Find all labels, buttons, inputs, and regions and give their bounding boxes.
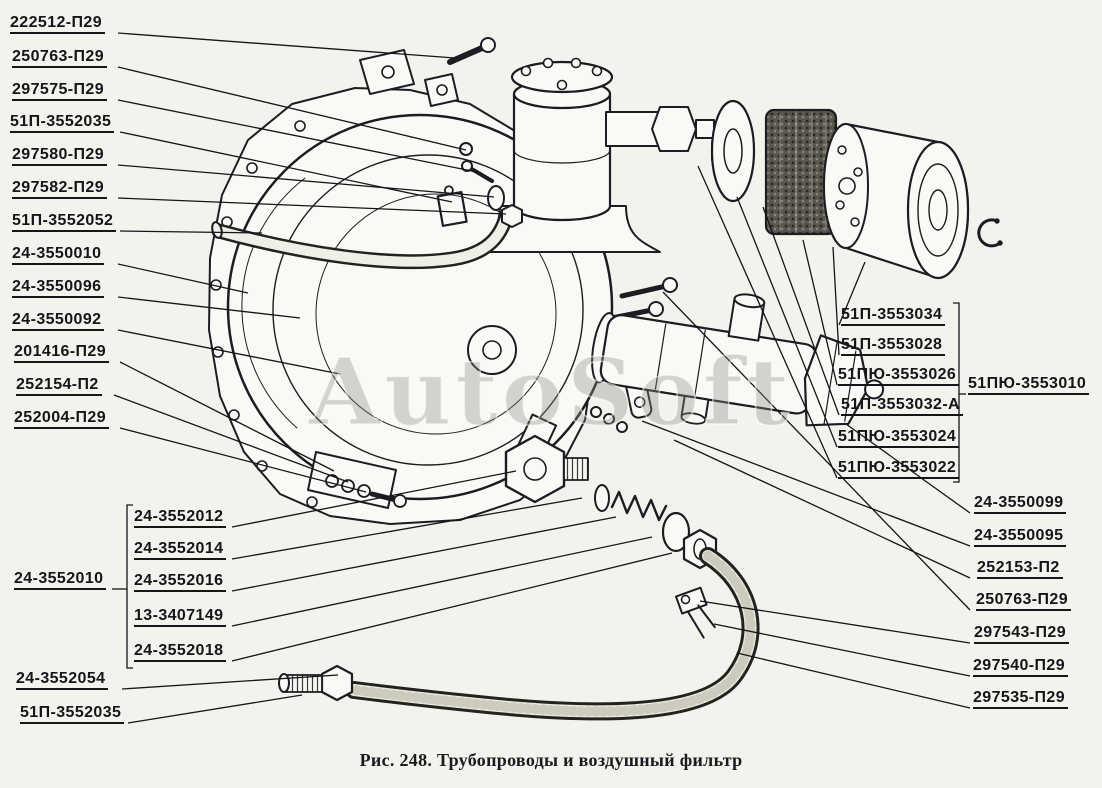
pipe-unions: [487, 185, 523, 228]
lower-bracket: [307, 451, 407, 509]
washers: [590, 406, 628, 433]
part-label: 24-3552016: [134, 572, 227, 592]
part-label: 51П-3553034: [841, 306, 946, 326]
part-label: 24-3550096: [12, 278, 105, 298]
hose-clamp: [674, 586, 716, 639]
part-label: 250763-П29: [976, 591, 1072, 611]
leader-lines: [112, 32, 971, 724]
part-label: 51ПЮ-3553024: [838, 428, 960, 448]
part-label: 24-3550092: [12, 311, 105, 331]
watermark: AutoSoft: [308, 338, 793, 446]
part-label: 24-3550095: [974, 527, 1067, 547]
part-label: 51П-3552052: [12, 212, 117, 232]
part-label: 24-3552010: [14, 570, 107, 590]
outlet-fitting: [504, 434, 589, 504]
part-label: 51П-3553028: [841, 336, 946, 356]
part-label: 51П-3552035: [10, 113, 115, 133]
part-label: 51П-3553032-А: [841, 396, 963, 416]
part-label: 24-3550099: [974, 494, 1067, 514]
part-label: 297580-П29: [12, 146, 108, 166]
hose-end-fitting: [278, 664, 354, 702]
part-label: 297535-П29: [973, 689, 1069, 709]
top-bolt-icon: [447, 37, 496, 65]
part-label: 24-3550010: [12, 245, 105, 265]
part-label: 252154-П2: [16, 376, 102, 396]
part-label: 201416-П29: [14, 343, 110, 363]
air-filter-element: [764, 108, 838, 236]
part-label: 24-3552012: [134, 508, 227, 528]
part-label: 51П-3552035: [20, 704, 125, 724]
part-label: 297540-П29: [973, 657, 1069, 677]
spring-and-coupling: [594, 484, 718, 570]
part-label: 252004-П29: [14, 409, 110, 429]
part-label: 24-3552014: [134, 540, 227, 560]
stud-bolts: [609, 277, 678, 321]
part-label: 297582-П29: [12, 179, 108, 199]
part-label: 24-3552054: [16, 670, 109, 690]
part-label: 297543-П29: [974, 624, 1070, 644]
flexible-hose: [345, 547, 760, 721]
air-filter-housing: [822, 122, 970, 280]
part-label: 51ПЮ-3553010: [968, 375, 1090, 395]
part-label: 222512-П29: [10, 14, 106, 34]
figure-caption: Рис. 248. Трубопроводы и воздушный фильт…: [359, 750, 743, 770]
part-label: 13-3407149: [134, 607, 227, 627]
retaining-ring-icon: [977, 218, 1003, 248]
part-label: 51ПЮ-3553022: [838, 459, 960, 479]
brake-pipe: [211, 207, 515, 270]
filter-inlet-disc: [710, 99, 756, 203]
part-label: 24-3552018: [134, 642, 227, 662]
part-label: 297575-П29: [12, 81, 108, 101]
part-label: 252153-П2: [977, 559, 1063, 579]
part-label: 250763-П29: [12, 48, 108, 68]
mounting-bracket: [359, 49, 459, 107]
part-label: 51ПЮ-3553026: [838, 366, 960, 386]
